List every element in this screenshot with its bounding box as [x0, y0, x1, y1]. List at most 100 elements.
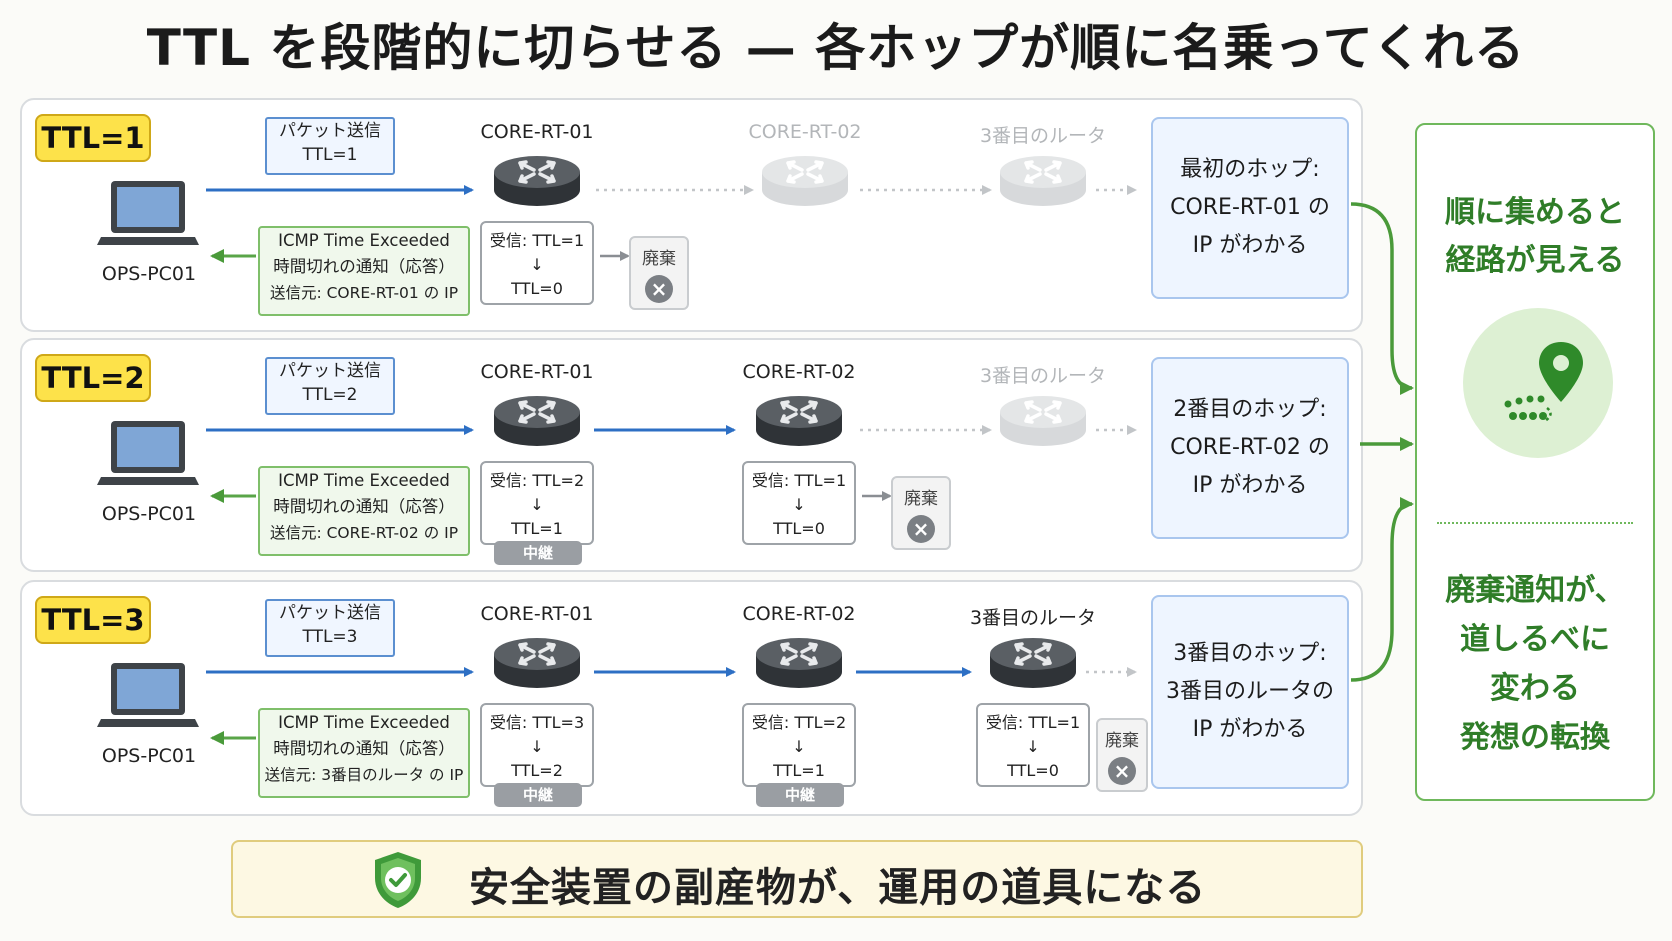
discard-box: 廃棄 × — [629, 236, 689, 310]
send-ttl: TTL=2 — [302, 385, 358, 405]
hop-line1: 最初のホップ: — [1180, 157, 1320, 182]
relay-tag: 中継 — [494, 783, 582, 807]
router-label-r3: 3番目のルータ — [969, 607, 1097, 629]
hop-line2: CORE-RT-02 の — [1170, 435, 1330, 460]
discard-x-icon: × — [1108, 757, 1136, 785]
icmp-line2: 時間切れの通知（応答） — [273, 739, 455, 758]
send-label: パケット送信 — [279, 121, 381, 141]
icmp-line1: ICMP Time Exceeded — [278, 713, 450, 732]
icmp-line1: ICMP Time Exceeded — [278, 231, 450, 250]
send-packet-box: パケット送信 TTL=1 — [265, 117, 395, 175]
icmp-reply-box: ICMP Time Exceeded 時間切れの通知（応答） 送信元: CORE… — [258, 466, 470, 556]
recv-arrow: ↓ — [792, 495, 806, 514]
recv-out: TTL=2 — [511, 761, 563, 780]
hop-line3: IP がわかる — [1192, 473, 1308, 498]
map-pin-icon — [1463, 308, 1613, 458]
discard-label: 廃棄 — [1105, 731, 1139, 751]
router-icon — [492, 636, 582, 690]
page-title: TTL を段階的に切らせる — 各ホップが順に名乗ってくれる — [146, 19, 1526, 77]
hop-line2: CORE-RT-01 の — [1170, 195, 1330, 220]
row-panel-ttl2 — [20, 338, 1363, 572]
router-icon — [754, 636, 844, 690]
router-label-r2: CORE-RT-02 — [742, 361, 856, 383]
recv-out: TTL=0 — [511, 279, 563, 298]
router-icon — [492, 154, 582, 208]
router-label-r2: CORE-RT-02 — [742, 603, 856, 625]
summary-divider — [1437, 522, 1633, 524]
ttl-badge: TTL=2 — [35, 354, 151, 402]
send-label: パケット送信 — [279, 361, 381, 381]
router-label-r3: 3番目のルータ — [979, 365, 1107, 387]
summary-bottom-line3: 変わる — [1490, 671, 1580, 706]
discard-x-icon: × — [645, 275, 673, 303]
summary-bottom-line1: 廃棄通知が、 — [1445, 573, 1625, 608]
discard-box: 廃棄 × — [1096, 718, 1148, 792]
router-label-r2: CORE-RT-02 — [748, 121, 862, 143]
summary-bottom-text: 廃棄通知が、 道しるべに 変わる 発想の転換 — [1417, 566, 1653, 762]
row-panel-ttl1 — [20, 98, 1363, 332]
summary-panel: 順に集めると 経路が見える 廃棄通知が、 道しるべに 変わる 発想の転換 — [1415, 123, 1655, 801]
discard-x-icon: × — [907, 515, 935, 543]
icmp-line1: ICMP Time Exceeded — [278, 471, 450, 490]
laptop-icon — [97, 181, 199, 245]
recv-out: TTL=1 — [773, 761, 825, 780]
recv-in: 受信: TTL=3 — [489, 713, 585, 732]
ttl-decrement-box: 受信: TTL=2 ↓ TTL=1 — [480, 461, 594, 545]
icmp-source: 送信元: 3番目のルータ の IP — [264, 766, 464, 784]
router-icon-faded — [998, 154, 1088, 208]
icmp-source: 送信元: CORE-RT-01 の IP — [269, 284, 459, 302]
router-icon-faded — [998, 394, 1088, 448]
recv-in: 受信: TTL=1 — [751, 471, 847, 490]
ttl-badge: TTL=1 — [35, 114, 151, 162]
ttl-decrement-box: 受信: TTL=1 ↓ TTL=0 — [976, 703, 1090, 787]
router-icon — [754, 394, 844, 448]
ttl-decrement-box: 受信: TTL=1 ↓ TTL=0 — [480, 221, 594, 305]
summary-top-line1: 順に集めると — [1445, 195, 1625, 230]
hop-line1: 3番目のホップ: — [1173, 641, 1327, 666]
recv-arrow: ↓ — [530, 495, 544, 514]
ttl-decrement-box: 受信: TTL=2 ↓ TTL=1 — [742, 703, 856, 787]
ttl-decrement-box: 受信: TTL=3 ↓ TTL=2 — [480, 703, 594, 787]
router-icon — [492, 394, 582, 448]
summary-top-text: 順に集めると 経路が見える — [1417, 189, 1653, 285]
hop-line1: 2番目のホップ: — [1173, 397, 1327, 422]
discard-label: 廃棄 — [904, 489, 938, 509]
recv-arrow: ↓ — [530, 255, 544, 274]
icmp-line2: 時間切れの通知（応答） — [273, 497, 455, 516]
send-ttl: TTL=3 — [302, 627, 358, 647]
pc-label: OPS-PC01 — [101, 745, 197, 767]
send-packet-box: パケット送信 TTL=3 — [265, 599, 395, 657]
hop-line3: IP がわかる — [1192, 233, 1308, 258]
relay-tag: 中継 — [494, 541, 582, 565]
send-label: パケット送信 — [279, 603, 381, 623]
router-label-r1: CORE-RT-01 — [480, 121, 594, 143]
summary-bottom-line2: 道しるべに — [1460, 622, 1610, 657]
discard-box: 廃棄 × — [891, 476, 951, 550]
recv-in: 受信: TTL=2 — [489, 471, 585, 490]
pc-label: OPS-PC01 — [101, 503, 197, 525]
icmp-reply-box: ICMP Time Exceeded 時間切れの通知（応答） 送信元: 3番目の… — [258, 708, 470, 798]
icmp-line2: 時間切れの通知（応答） — [273, 257, 455, 276]
laptop-icon — [97, 663, 199, 727]
router-label-r1: CORE-RT-01 — [480, 603, 594, 625]
relay-tag: 中継 — [756, 783, 844, 807]
hop-line2: 3番目のルータの — [1166, 679, 1334, 704]
recv-in: 受信: TTL=1 — [489, 231, 585, 250]
router-icon — [988, 636, 1078, 690]
pc-label: OPS-PC01 — [101, 263, 197, 285]
hop-line3: IP がわかる — [1192, 717, 1308, 742]
send-packet-box: パケット送信 TTL=2 — [265, 357, 395, 415]
router-label-r1: CORE-RT-01 — [480, 361, 594, 383]
recv-in: 受信: TTL=1 — [985, 713, 1081, 732]
router-label-r3: 3番目のルータ — [979, 125, 1107, 147]
icmp-source: 送信元: CORE-RT-02 の IP — [269, 524, 459, 542]
hop-result-box: 3番目のホップ: 3番目のルータの IP がわかる — [1151, 595, 1349, 789]
icmp-reply-box: ICMP Time Exceeded 時間切れの通知（応答） 送信元: CORE… — [258, 226, 470, 316]
recv-out: TTL=0 — [773, 519, 825, 538]
router-icon-faded — [760, 154, 850, 208]
hop-result-box: 2番目のホップ: CORE-RT-02 の IP がわかる — [1151, 357, 1349, 539]
summary-top-line2: 経路が見える — [1445, 243, 1625, 278]
ttl-decrement-box: 受信: TTL=1 ↓ TTL=0 — [742, 461, 856, 545]
laptop-icon — [97, 421, 199, 485]
